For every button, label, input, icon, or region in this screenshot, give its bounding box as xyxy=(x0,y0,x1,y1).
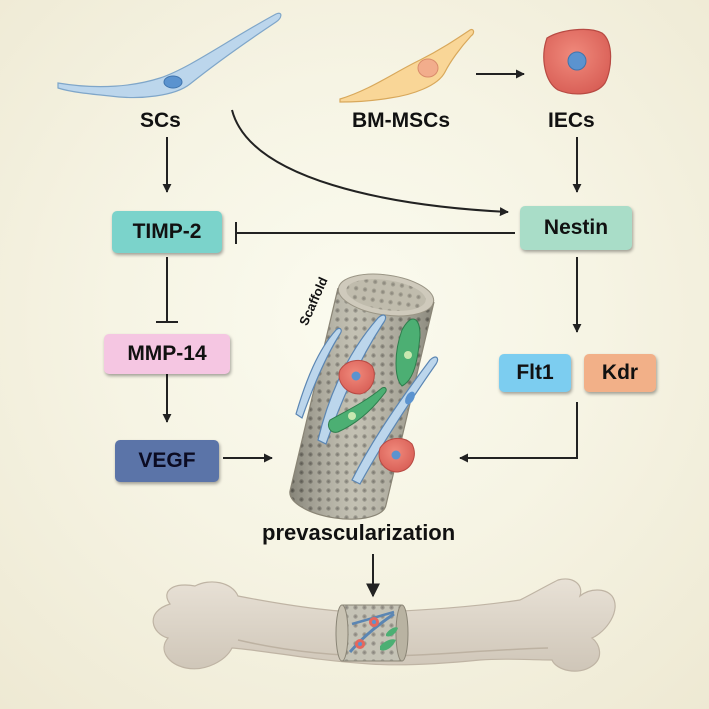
vegf-box: VEGF xyxy=(115,440,219,482)
scaffold-msc-cell xyxy=(327,387,387,433)
arrow-sc-to-nestin xyxy=(231,109,509,217)
bm-msc-label: BM-MSCs xyxy=(352,109,450,132)
prevascularization-label: prevascularization xyxy=(262,520,456,545)
nestin-box: Nestin xyxy=(520,206,632,250)
schwann-cell xyxy=(57,12,282,99)
bone-scaffold-implant xyxy=(335,604,409,662)
flt1-box: Flt1 xyxy=(499,354,571,392)
iec-cell xyxy=(543,28,612,95)
iec-label: IECs xyxy=(548,109,595,132)
scaffold-sc-cell xyxy=(351,356,439,485)
connector-arrows xyxy=(156,69,582,598)
arrow-receptors-to-scaffold xyxy=(459,402,578,463)
scaffold-sc-cell xyxy=(295,327,342,419)
sc-label: SCs xyxy=(140,109,181,132)
mmp14-box: MMP-14 xyxy=(104,334,230,374)
timp2-box: TIMP-2 xyxy=(112,211,222,253)
bm-msc-cell xyxy=(339,28,475,103)
scaffold-cylinder xyxy=(289,273,439,520)
kdr-box: Kdr xyxy=(584,354,656,392)
